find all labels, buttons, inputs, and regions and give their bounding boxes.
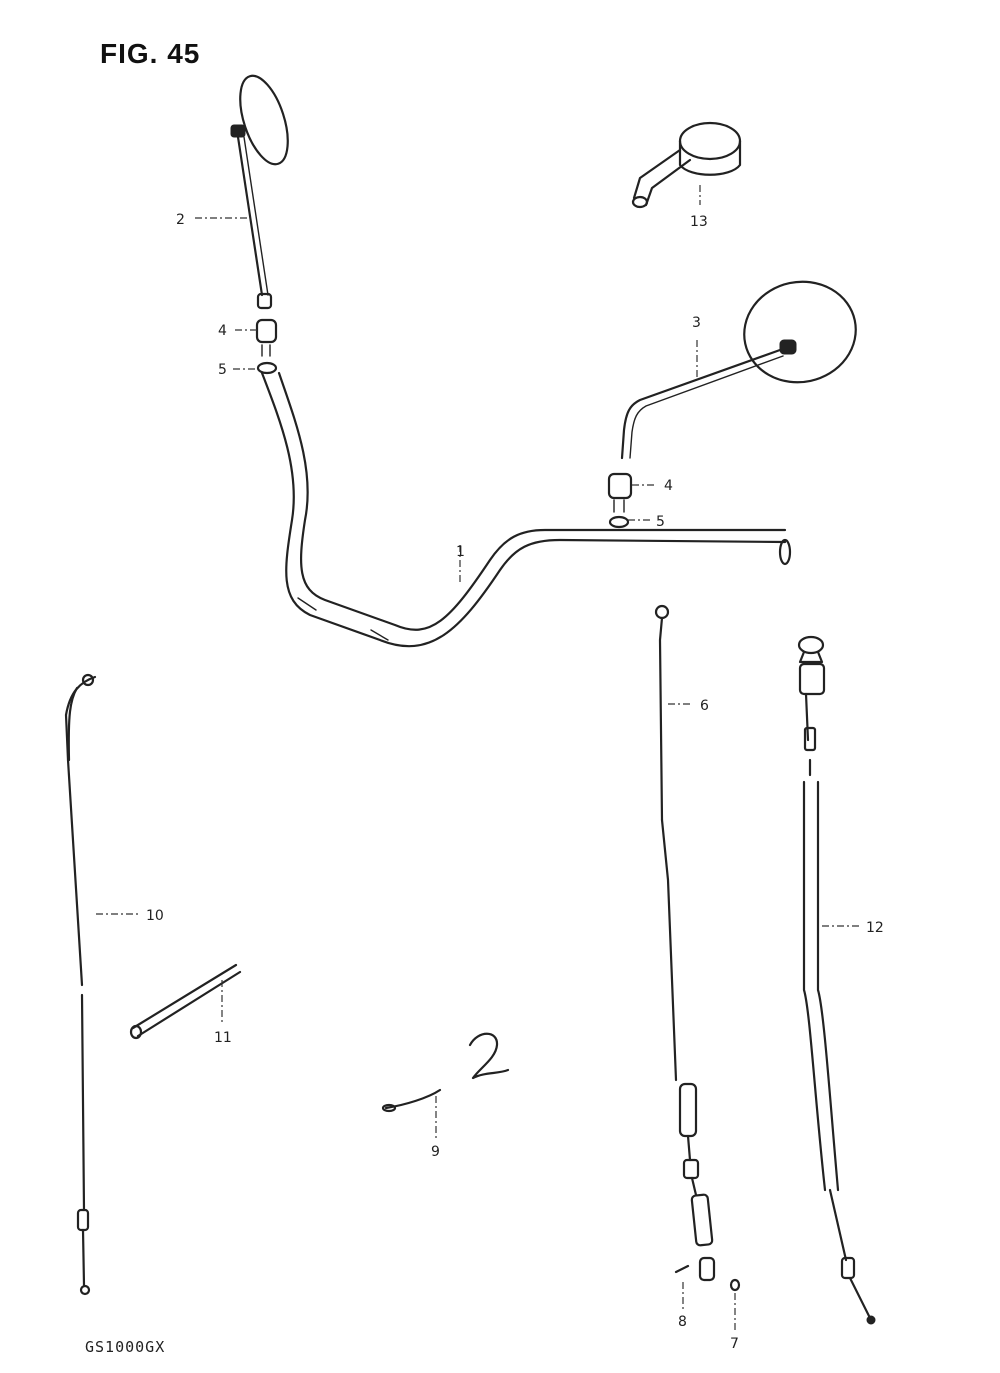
callout-3: 3 <box>692 315 701 331</box>
callout-5-right: 5 <box>656 514 665 530</box>
cable-washer-7 <box>729 1278 741 1292</box>
choke-cable <box>797 635 876 1325</box>
left-cable <box>64 673 97 1296</box>
right-mirror-adapter <box>607 472 633 513</box>
callout-8: 8 <box>678 1314 687 1330</box>
callout-9: 9 <box>431 1144 440 1160</box>
cable-nut-8 <box>674 1264 690 1274</box>
handlebar <box>260 371 792 648</box>
callout-12: 12 <box>866 920 884 936</box>
left-mirror-nut <box>256 361 278 375</box>
callout-1: 1 <box>456 544 465 560</box>
callout-5-left: 5 <box>218 362 227 378</box>
left-mirror-adapter <box>255 318 278 357</box>
callout-11: 11 <box>214 1030 232 1046</box>
right-mirror-nut <box>608 515 630 529</box>
cable-clip <box>381 1088 442 1113</box>
callout-6: 6 <box>700 698 709 714</box>
callout-4-right: 4 <box>664 478 673 494</box>
callout-10: 10 <box>146 908 164 924</box>
callout-7: 7 <box>730 1336 739 1352</box>
callout-2: 2 <box>176 212 185 228</box>
cable-sleeve <box>129 963 242 1040</box>
callout-4-left: 4 <box>218 323 227 339</box>
figure-title: FIG. 45 <box>100 38 201 69</box>
left-mirror <box>230 74 289 310</box>
right-mirror <box>620 280 857 460</box>
clutch-cable <box>654 604 716 1282</box>
switch-assembly <box>631 121 742 209</box>
model-code: GS1000GX <box>85 1338 166 1356</box>
handwritten-mark <box>468 1032 510 1080</box>
leader-lines <box>96 185 862 1330</box>
callout-13: 13 <box>690 214 708 230</box>
